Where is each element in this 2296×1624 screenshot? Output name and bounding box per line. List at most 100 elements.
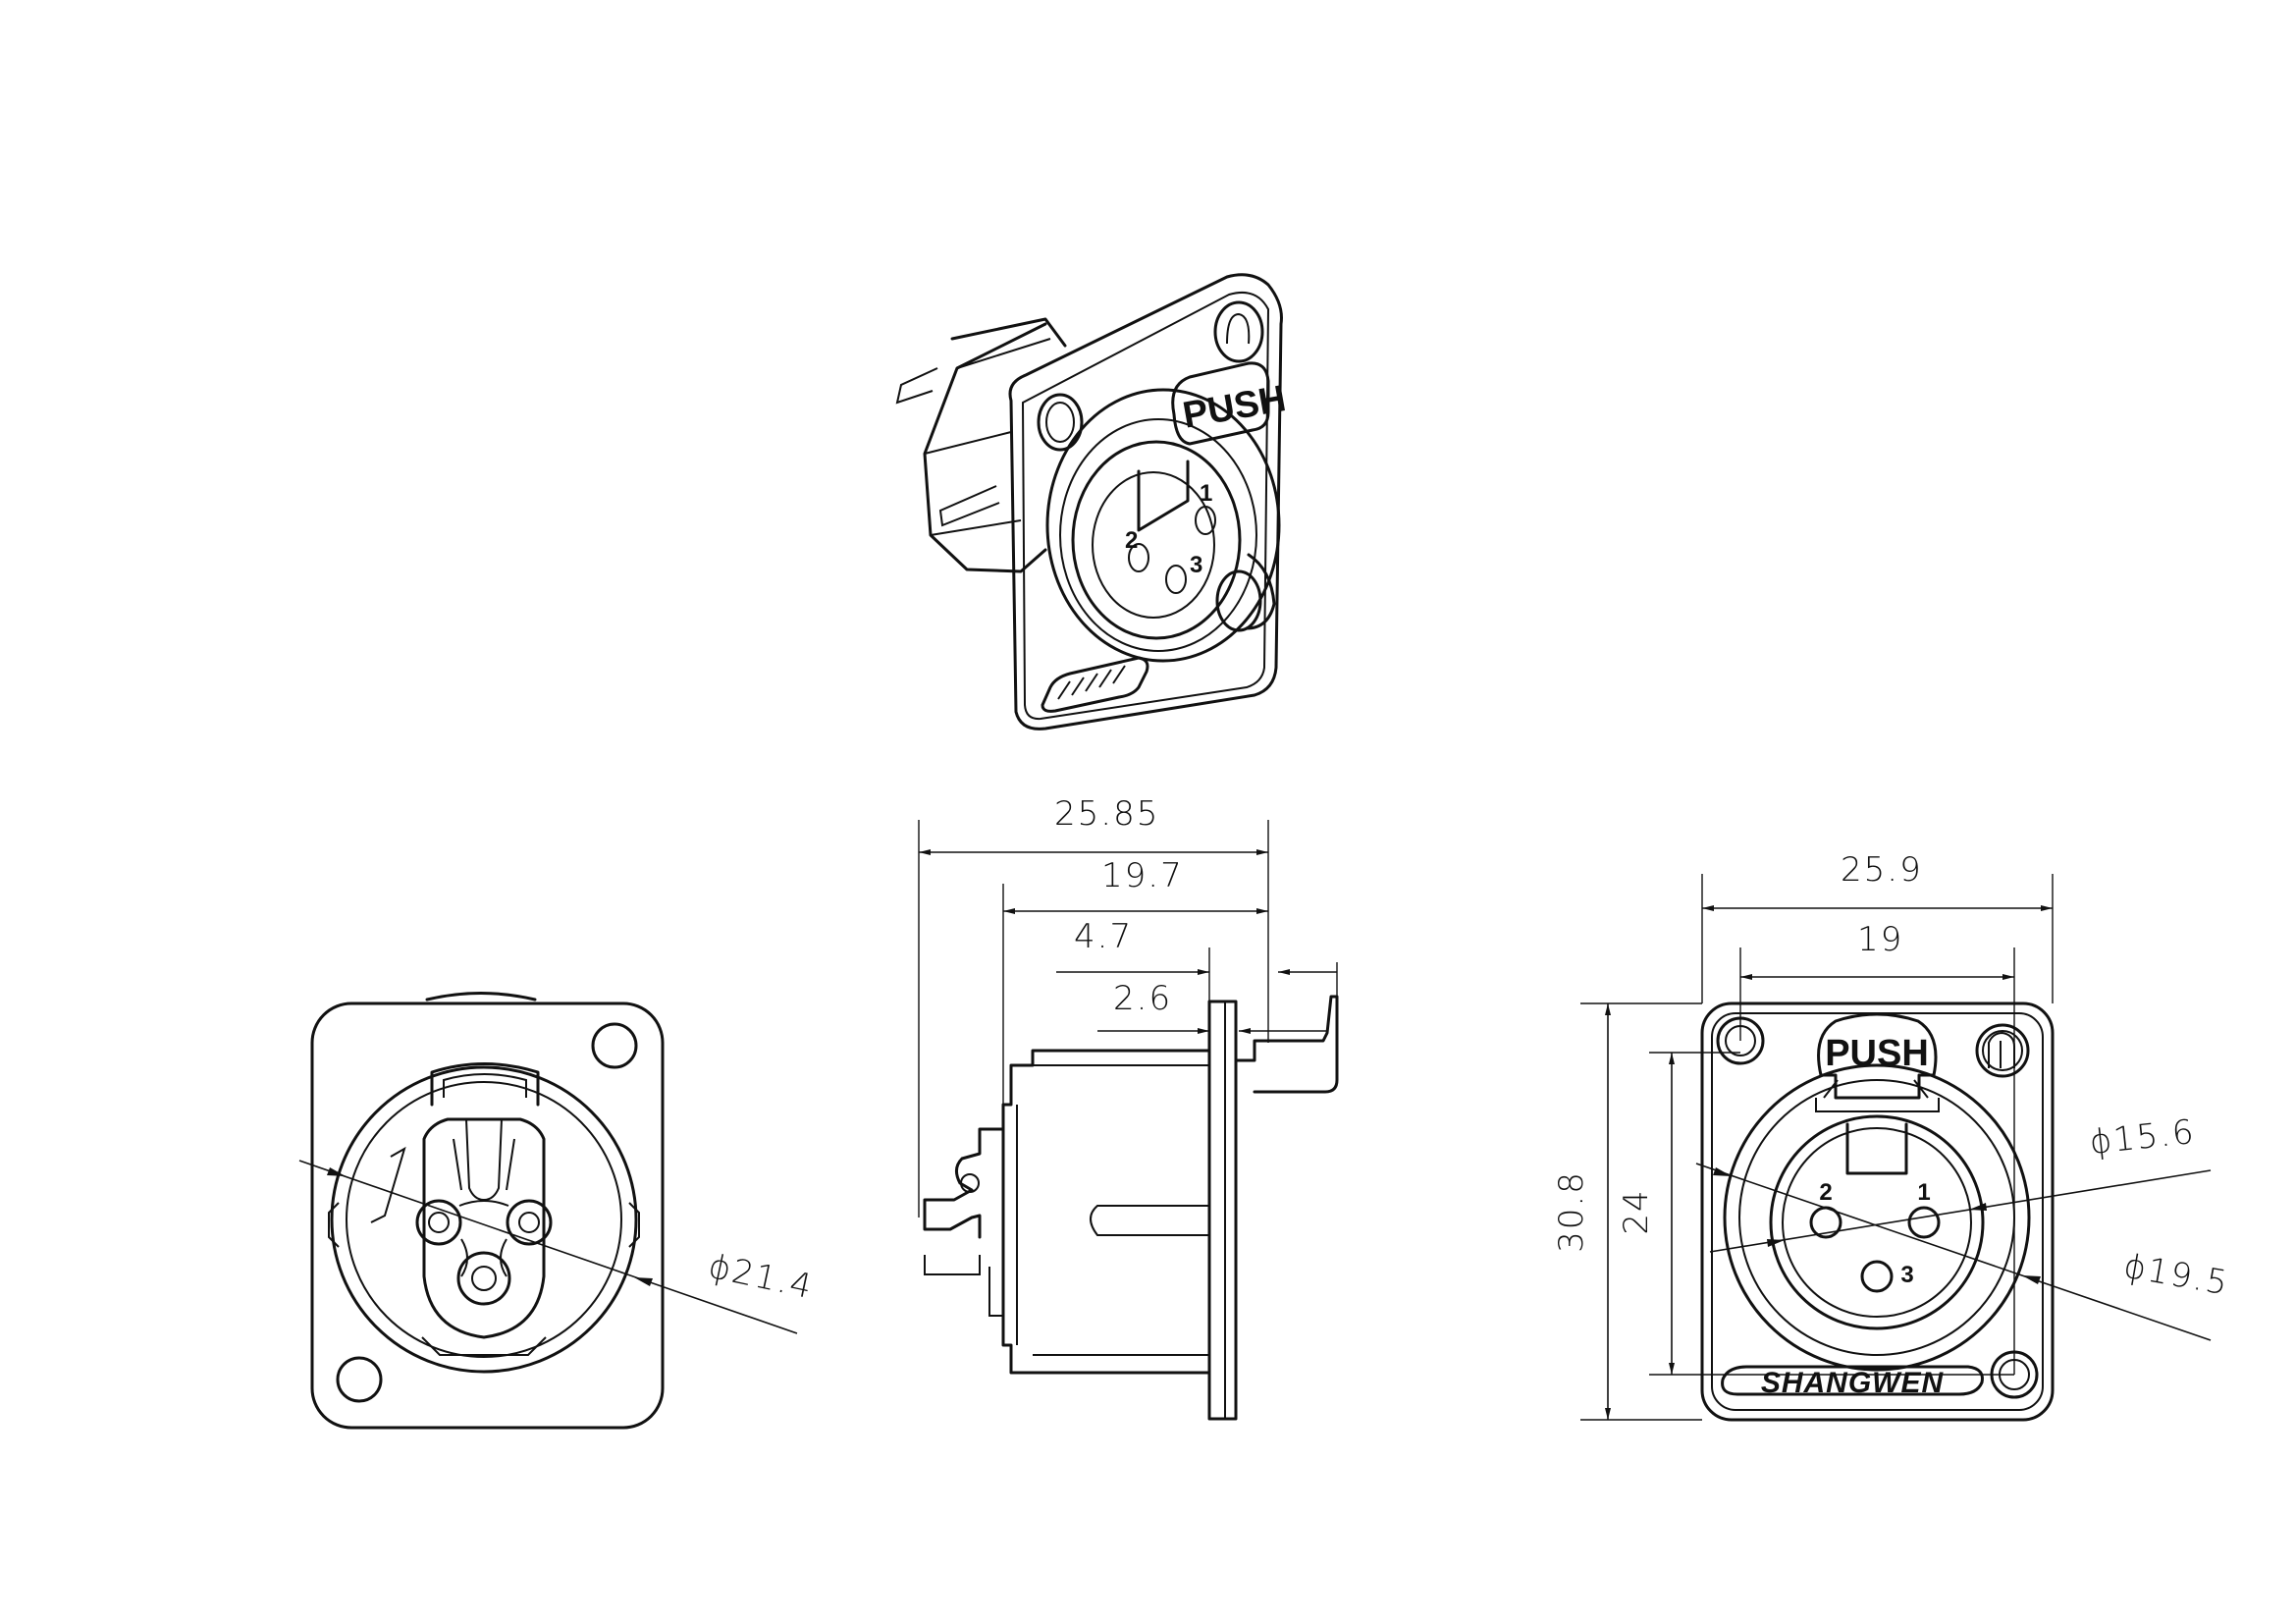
front-flange-plate — [1700, 1001, 2055, 1422]
iso-rear-body-edges — [924, 338, 1051, 536]
dim-hole-spacing-v-label: 24 — [1617, 1188, 1656, 1234]
side-body-outline — [1001, 1049, 1211, 1375]
rear-solder-cup-3-inner — [471, 1266, 497, 1291]
iso-push-tab — [1171, 361, 1270, 446]
iso-rear-body — [923, 322, 1047, 573]
rear-dia-label: ϕ21.4 — [705, 1247, 817, 1308]
front-pin-hole-3 — [1860, 1260, 1894, 1293]
dim-overall-depth-label: 25.85 — [1054, 794, 1159, 834]
iso-mount-hole-inner — [1045, 402, 1075, 443]
rear-side-ear — [328, 1202, 340, 1248]
front-pin-label-2: 2 — [1819, 1179, 1832, 1206]
rear-dia-arrow — [327, 1167, 346, 1176]
rear-latch-housing-inner — [443, 1073, 527, 1098]
dim-tail-length-label: 4.7 — [1074, 917, 1133, 956]
rear-insert-body — [422, 1117, 546, 1339]
iso-insert-face — [1071, 440, 1242, 640]
rear-dia-leader — [298, 1160, 798, 1334]
rear-view: ϕ21.4 — [298, 992, 817, 1430]
iso-latch-bump — [1245, 553, 1276, 630]
front-latch-window — [1815, 1098, 1940, 1112]
dim-hole-spacing-h-label: 19 — [1857, 920, 1903, 959]
iso-flange-plate — [1008, 273, 1283, 731]
rear-solder-cup-2 — [415, 1199, 462, 1246]
dim-inner-dia-arrow — [1969, 1203, 1987, 1211]
dim-flange-height-label: 30.8 — [1552, 1170, 1591, 1253]
side-rear-clip — [988, 1267, 1004, 1317]
side-rear-latch — [923, 1127, 1005, 1239]
dim-outer-dia-leader — [1695, 1163, 2212, 1341]
front-key-notch — [1845, 1122, 1908, 1175]
rear-cup-dividers — [458, 1200, 509, 1277]
rear-solder-cup-3 — [456, 1251, 511, 1306]
front-push-tab — [1817, 1012, 1938, 1100]
iso-pin-hole-2 — [1128, 543, 1149, 572]
front-insert-face — [1782, 1127, 1972, 1318]
iso-pin-rod — [938, 485, 1000, 527]
iso-brand-strip — [1041, 656, 1149, 713]
iso-pin-label-1: 1 — [1200, 480, 1212, 507]
front-pin-hole-1 — [1907, 1206, 1941, 1239]
rear-slot-edges — [453, 1138, 515, 1191]
iso-insert-inner — [1092, 471, 1215, 619]
front-pin-label-1: 1 — [1917, 1179, 1930, 1206]
dim-outer-dia-label: ϕ19.5 — [2120, 1246, 2231, 1303]
side-latch-pivot — [960, 1173, 980, 1193]
side-solder-tail — [1234, 995, 1339, 1094]
iso-logo-icon — [1213, 300, 1264, 363]
iso-pin-label-3: 3 — [1190, 552, 1202, 578]
rear-side-ear — [628, 1202, 640, 1248]
front-logo-icon — [1975, 1023, 2030, 1078]
rear-latch-housing — [430, 1062, 540, 1107]
rear-ground-lug — [370, 1146, 406, 1223]
rear-outer-ring — [330, 1065, 638, 1374]
front-pin-label-3: 3 — [1900, 1262, 1913, 1288]
rear-key-slot — [465, 1118, 503, 1202]
side-flange — [1207, 1000, 1238, 1421]
rear-inner-ring — [346, 1081, 622, 1358]
dim-inner-dia-label: ϕ15.6 — [2088, 1112, 2198, 1163]
side-pin-rod — [1090, 1205, 1209, 1236]
front-brand-label: SHANGWEN — [1761, 1367, 1945, 1399]
dim-flange-thickness-label: 2.6 — [1113, 979, 1172, 1018]
side-rear-foot — [924, 1255, 981, 1275]
front-insert-ring — [1769, 1114, 1985, 1330]
front-brand-strip — [1721, 1365, 1984, 1396]
front-push-label: PUSH — [1825, 1033, 1929, 1074]
rear-top-housing — [425, 992, 537, 1001]
iso-outer-ring — [1045, 388, 1281, 663]
rear-mount-hole — [591, 1022, 638, 1069]
iso-top-housing — [950, 317, 1067, 348]
iso-ring-2 — [1059, 418, 1257, 652]
iso-pin-label-2: 2 — [1125, 527, 1138, 554]
rear-solder-cup-1-inner — [518, 1212, 540, 1233]
rear-mount-hole — [336, 1356, 383, 1403]
side-view: 25.85 19.7 4.7 2.6 — [918, 794, 1339, 1421]
rear-dia-arrow — [634, 1277, 653, 1286]
rear-bottom-lip — [421, 1336, 547, 1356]
front-outer-ring — [1723, 1063, 2031, 1372]
front-logo-inner — [1982, 1030, 2023, 1071]
iso-mount-hole — [1037, 393, 1084, 452]
dim-flange-width-label: 25.9 — [1841, 850, 1923, 890]
dim-inner-dia-leader — [1709, 1169, 2212, 1253]
iso-push-label: PUSH — [1180, 378, 1289, 437]
rear-solder-cup-1 — [506, 1199, 553, 1246]
dim-outer-dia-arrow — [1713, 1167, 1732, 1176]
iso-key-notch — [1137, 460, 1190, 532]
dim-outer-dia-arrow — [2022, 1275, 2041, 1284]
iso-pin-hole-1 — [1195, 506, 1216, 535]
rear-solder-cup-2-inner — [428, 1212, 450, 1233]
front-ring-2 — [1738, 1079, 2015, 1356]
iso-brand-text-marks — [1057, 665, 1126, 700]
front-latch-window-edge — [1823, 1079, 1929, 1099]
front-logo-mark — [1988, 1031, 2015, 1068]
rear-flange-plate — [310, 1001, 665, 1430]
iso-solder-tail — [895, 367, 938, 405]
dim-body-depth-label: 19.7 — [1101, 856, 1184, 895]
front-view: PUSH 1 2 3 SHANGWEN 25.9 19 30.8 — [1552, 850, 2232, 1422]
iso-pin-hole-3 — [1165, 565, 1187, 594]
isometric-view: 1 2 3 PUSH — [895, 273, 1289, 731]
iso-flange-edge — [1021, 291, 1270, 721]
